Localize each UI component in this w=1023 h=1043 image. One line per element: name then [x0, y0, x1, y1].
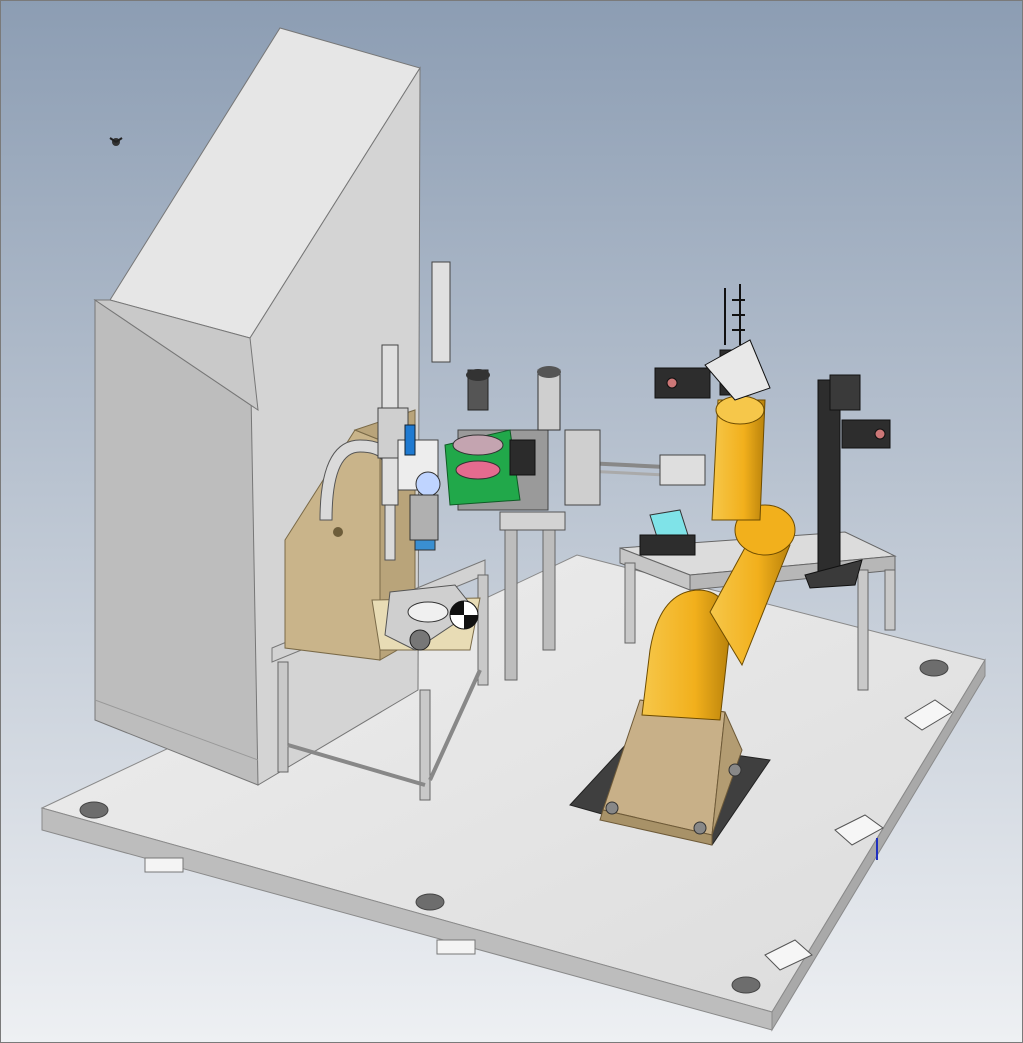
- floor-pocket: [764, 939, 813, 971]
- gripper-fingers: [724, 284, 745, 345]
- robot-arm[interactable]: [641, 284, 796, 721]
- pneumatic-cylinder: [431, 261, 451, 363]
- origin-marker-icon: [449, 600, 479, 630]
- bolt-hole: [79, 801, 109, 819]
- gripper: [704, 339, 771, 401]
- press-head[interactable]: [319, 261, 451, 561]
- robot-pedestal[interactable]: [599, 699, 743, 846]
- floor-pocket: [834, 814, 884, 846]
- press-body-hole: [333, 527, 343, 537]
- linear-rail[interactable]: [564, 429, 706, 506]
- fixture-station[interactable]: [384, 584, 479, 651]
- base-slot: [436, 939, 476, 955]
- bolt-hole: [919, 659, 949, 677]
- coordinate-triad-icon: [109, 137, 123, 146]
- camera-bracket[interactable]: [654, 367, 711, 399]
- screw-module[interactable]: [444, 366, 561, 511]
- bolt-hole: [731, 976, 761, 994]
- base-slot: [144, 857, 184, 873]
- floor-pocket: [904, 699, 953, 731]
- base-plate[interactable]: [40, 554, 986, 1032]
- blue-sensor: [404, 424, 416, 456]
- center-support[interactable]: [499, 511, 566, 681]
- camera-tower[interactable]: [804, 374, 891, 589]
- bolt-hole: [415, 893, 445, 911]
